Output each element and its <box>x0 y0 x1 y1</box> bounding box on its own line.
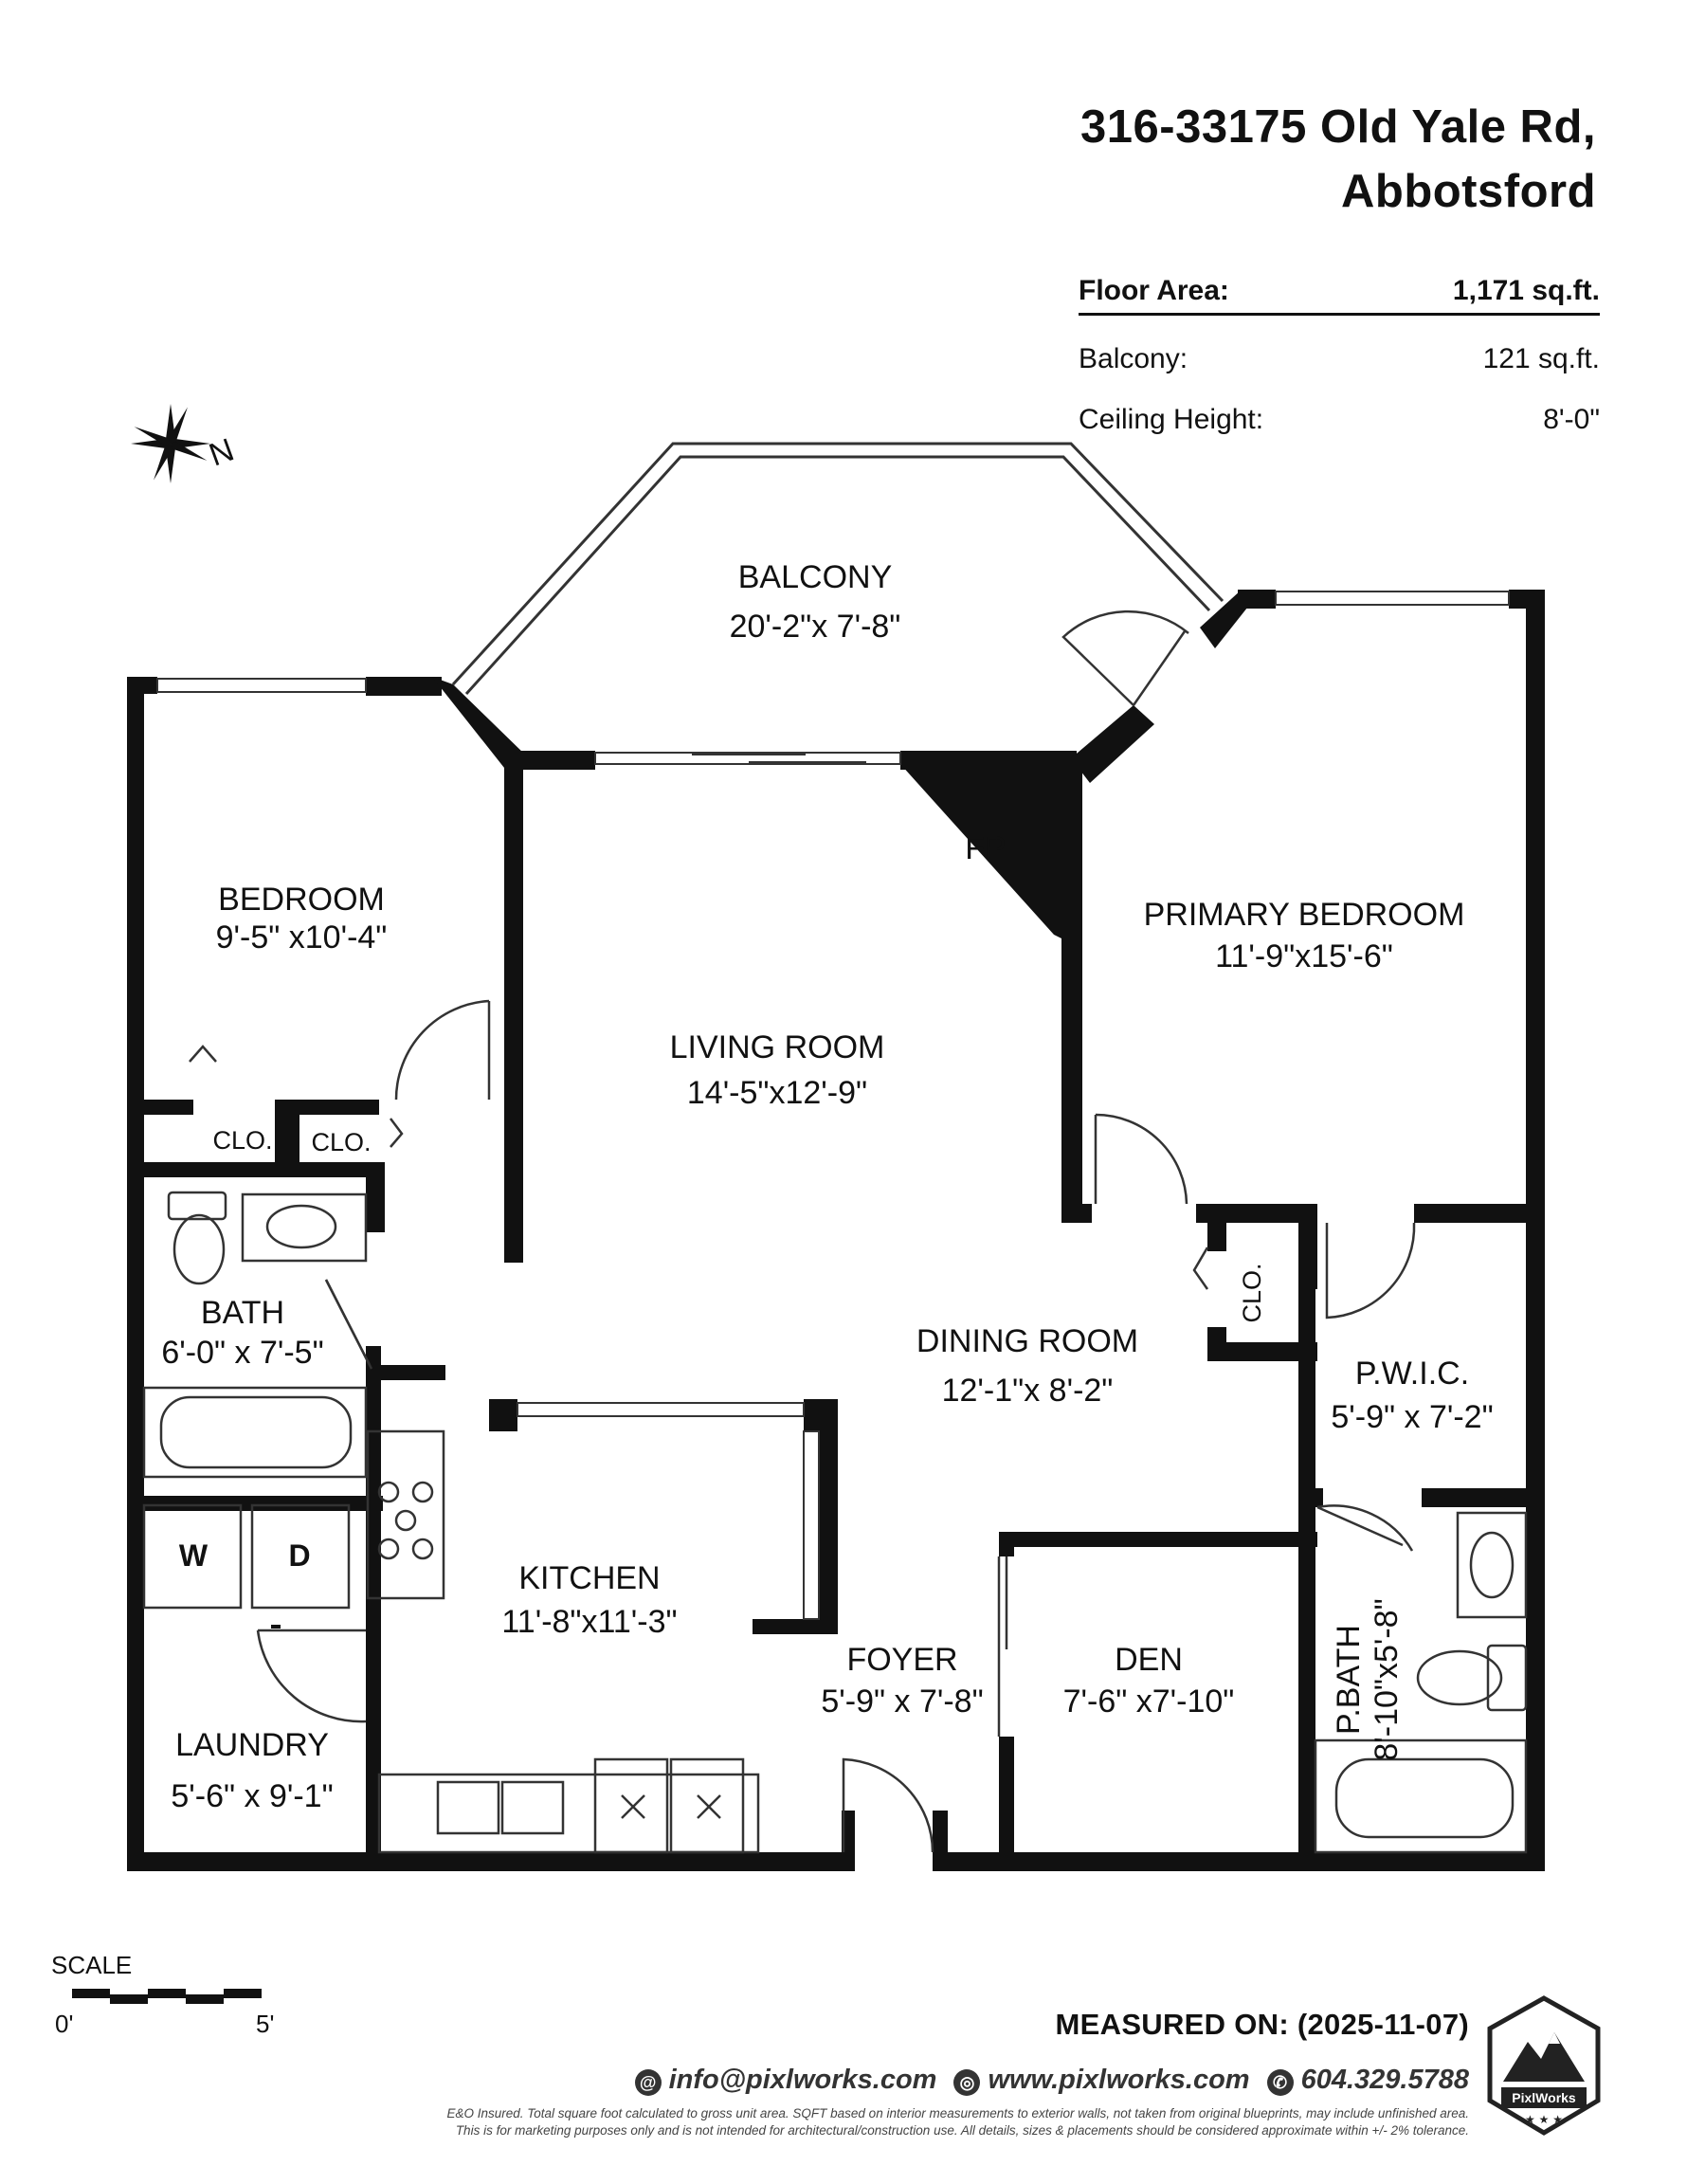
room-name-kitchen: KITCHEN <box>518 1560 660 1596</box>
fixtures <box>142 1191 1528 1854</box>
room-name-bedroom: BEDROOM <box>218 882 385 918</box>
room-labels: BALCONY 20'-2"x 7'-8" BEDROOM 9'-5" x10'… <box>161 559 1493 1814</box>
pbath-toilet-icon <box>1486 1644 1528 1712</box>
svg-text:★ ★ ★: ★ ★ ★ <box>1525 2113 1563 2126</box>
contact-web[interactable]: ◎ www.pixlworks.com <box>953 2065 1250 2096</box>
room-dims-pbath: 8'-10"x5'-8" <box>1369 1598 1405 1760</box>
room-name-den: DEN <box>1115 1642 1183 1678</box>
room-dims-foyer: 5'-9" x 7'-8" <box>821 1684 983 1720</box>
dryer-icon <box>250 1503 351 1610</box>
sink-counter-icon <box>241 1192 368 1263</box>
measured-on: MEASURED ON: (2025-11-07) <box>1055 2008 1469 2041</box>
fireplace-label: FP <box>965 830 1006 866</box>
email-text: info@pixlworks.com <box>668 2065 937 2095</box>
stat-label: Floor Area: <box>1079 275 1229 306</box>
room-dims-laundry: 5'-6" x 9'-1" <box>171 1778 333 1814</box>
room-dims-balcony: 20'-2"x 7'-8" <box>730 609 901 645</box>
stat-value: 8'-0" <box>1543 404 1600 435</box>
room-dims-bedroom: 9'-5" x10'-4" <box>216 919 388 956</box>
room-dims-dining: 12'-1"x 8'-2" <box>942 1373 1114 1409</box>
stat-label: Balcony: <box>1079 343 1188 374</box>
room-dims-bath: 6'-0" x 7'-5" <box>161 1335 323 1371</box>
phone-icon: ✆ <box>1266 2069 1294 2096</box>
room-dims-kitchen: 11'-8"x11'-3" <box>501 1604 677 1640</box>
room-name-bath: BATH <box>201 1295 284 1331</box>
contact-email[interactable]: @info@pixlworks.com <box>634 2065 937 2096</box>
web-text: www.pixlworks.com <box>988 2065 1250 2095</box>
room-name-dining: DINING ROOM <box>916 1323 1138 1359</box>
windows <box>156 591 1510 1620</box>
bath-sink-icon <box>265 1204 337 1249</box>
bathtub-icon <box>142 1386 368 1479</box>
stove-icon <box>366 1429 445 1600</box>
scale-end: 5' <box>256 2010 275 2038</box>
room-name-laundry: LAUNDRY <box>175 1727 329 1763</box>
room-dims-pwic: 5'-9" x 7'-2" <box>1331 1399 1493 1435</box>
area-stats: Floor Area: 1,171 sq.ft. Balcony: 121 sq… <box>1079 269 1600 450</box>
phone-text: 604.329.5788 <box>1300 2065 1469 2095</box>
room-dims-den: 7'-6" x7'-10" <box>1063 1684 1235 1720</box>
globe-icon: ◎ <box>953 2069 981 2096</box>
scale-title: SCALE <box>51 1951 133 1979</box>
disclaimer-line-2: This is for marketing purposes only and … <box>455 2123 1469 2138</box>
toilet-icon <box>167 1191 227 1221</box>
washer-label: W <box>179 1538 209 1573</box>
room-dims-living: 14'-5"x12'-9" <box>687 1075 867 1111</box>
stat-label: Ceiling Height: <box>1079 404 1264 435</box>
walls <box>127 590 1545 1871</box>
room-name-primary: PRIMARY BEDROOM <box>1144 897 1465 933</box>
stat-row-balcony: Balcony: 121 sq.ft. <box>1079 329 1600 390</box>
pbath-sink-icon <box>1456 1511 1528 1619</box>
kitchen-sink-icon <box>436 1780 500 1835</box>
pbath-tub-icon <box>1314 1738 1528 1854</box>
room-name-pwic: P.W.I.C. <box>1355 1356 1469 1392</box>
dryer-label: D <box>288 1538 310 1573</box>
property-address: 316-33175 Old Yale Rd, Abbotsford <box>1080 95 1596 224</box>
stat-value: 121 sq.ft. <box>1482 343 1600 374</box>
doors <box>189 610 1416 1853</box>
north-label: N <box>205 431 239 473</box>
balcony-outline <box>451 442 1224 696</box>
room-name-living: LIVING ROOM <box>670 1029 885 1065</box>
contact-info: @info@pixlworks.com ◎ www.pixlworks.com ✆… <box>634 2065 1469 2096</box>
room-name-pbath: P.BATH <box>1331 1625 1367 1735</box>
address-line-1: 316-33175 Old Yale Rd, <box>1080 101 1596 153</box>
closet-label-3: CLO. <box>1238 1263 1266 1322</box>
toilet-bowl-icon <box>172 1213 226 1285</box>
logo-text: PixlWorks <box>1512 2090 1576 2105</box>
stat-row-ceiling-height: Ceiling Height: 8'-0" <box>1079 390 1600 450</box>
address-line-2: Abbotsford <box>1341 166 1596 217</box>
room-name-foyer: FOYER <box>846 1642 957 1678</box>
contact-phone[interactable]: ✆604.329.5788 <box>1266 2065 1469 2096</box>
room-name-balcony: BALCONY <box>738 559 893 595</box>
room-dims-primary: 11'-9"x15'-6" <box>1215 938 1393 974</box>
disclaimer-line-1: E&O Insured. Total square foot calculate… <box>446 2106 1469 2120</box>
compass-rose-icon <box>131 404 210 483</box>
scale-start: 0' <box>55 2010 74 2038</box>
pixlworks-logo: PixlWorks ★ ★ ★ <box>1487 1995 1601 2136</box>
stat-row-floor-area: Floor Area: 1,171 sq.ft. <box>1079 269 1600 316</box>
closet-label-1: CLO. <box>212 1126 272 1155</box>
washer-icon <box>142 1503 243 1610</box>
scale-bar <box>72 1989 262 2004</box>
kitchen-counter <box>377 1773 760 1854</box>
email-icon: @ <box>634 2069 662 2096</box>
stat-value: 1,171 sq.ft. <box>1452 275 1600 306</box>
closet-label-2: CLO. <box>311 1128 371 1156</box>
